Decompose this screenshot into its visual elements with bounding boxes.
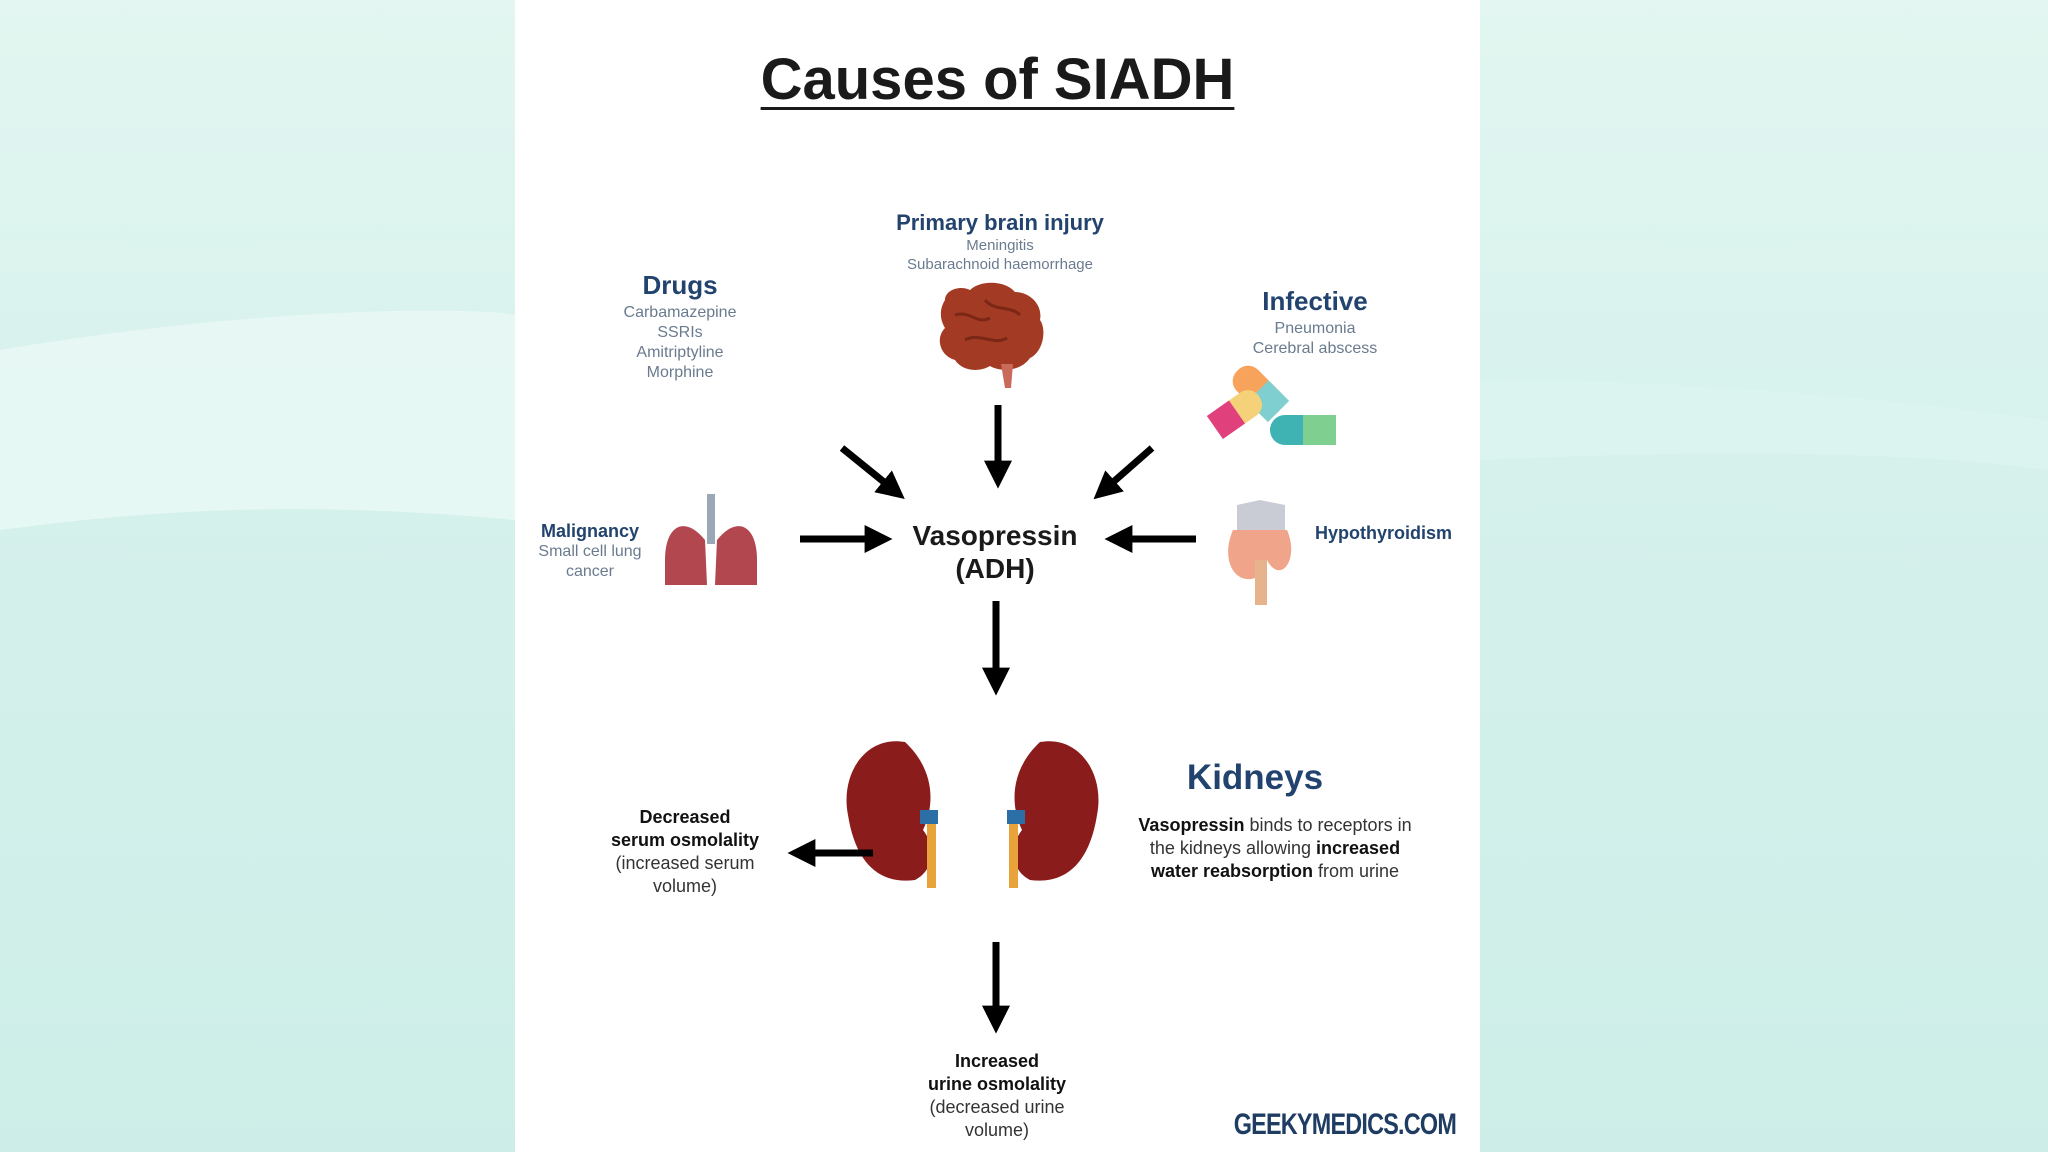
cause-item: cancer [565,563,615,580]
cause-item: SSRIs [657,324,703,341]
cause-item: Amitriptyline [636,344,724,361]
page-title: Causes of SIADH [760,47,1235,112]
outcome-text: volume) [652,876,718,896]
thyroid-icon [1228,500,1292,605]
cause-title: Drugs [642,270,718,300]
pills-icon [1206,365,1336,445]
lungs-icon [665,494,757,585]
cause-title: Primary brain injury [896,210,1104,235]
adh-label: (ADH) [955,553,1035,584]
outcome-bold: urine osmolality [927,1074,1067,1094]
desc-bold: water reabsorption [1150,861,1313,881]
outcome-text: (decreased urine [929,1097,1065,1117]
infographic-card: Causes of SIADH [515,0,1480,1152]
desc-text: from urine [1313,861,1400,881]
cause-brain-injury: Primary brain injury Meningitis Subarach… [850,210,1150,274]
brand-logo: GEEKYMEDICS.COM [1233,1108,1457,1141]
outcome-urine: Increased urine osmolality (decreased ur… [897,1050,1097,1142]
cause-drugs: Drugs Carbamazepine SSRIs Amitriptyline … [565,270,795,383]
outcome-serum: Decreased serum osmolality (increased se… [585,806,785,898]
vasopressin-label: Vasopressin [912,520,1078,551]
desc-text: binds to receptors in [1244,815,1412,835]
cause-title: Infective [1262,286,1368,316]
desc-bold: Vasopressin [1138,815,1245,835]
outcome-text: volume) [964,1120,1030,1140]
cause-hypothyroidism: Hypothyroidism [1315,523,1453,543]
outcome-text: (increased serum [615,853,755,873]
diagram-artwork [665,282,1336,1034]
vasopressin-node: Vasopressin (ADH) [860,519,1130,585]
cause-item: Subarachnoid haemorrhage [907,256,1093,273]
cause-item: Cerebral abscess [1252,340,1378,357]
desc-text: the kidneys allowing [1149,838,1317,858]
arrow-infective-to-adh [1093,445,1155,500]
kidneys-title: Kidneys [1186,758,1324,797]
cause-infective: Infective Pneumonia Cerebral abscess [1220,286,1410,359]
cause-item: Morphine [646,364,714,381]
kidneys-icon [846,741,1099,888]
outcome-bold: serum osmolality [610,830,760,850]
outcome-bold: Decreased [639,807,731,827]
cause-malignancy: Malignancy Small cell lung cancer [515,521,665,582]
cause-title: Malignancy [540,521,640,541]
cause-item: Meningitis [966,237,1034,254]
outcome-bold: Increased [954,1051,1040,1071]
cause-item: Carbamazepine [623,304,737,321]
cause-item: Small cell lung [538,543,642,560]
kidneys-description: Vasopressin binds to receptors in the ki… [1125,814,1425,883]
brain-icon [939,282,1044,388]
cause-item: Pneumonia [1274,320,1356,337]
arrow-drugs-to-adh [839,445,905,499]
desc-bold: increased [1316,838,1401,858]
